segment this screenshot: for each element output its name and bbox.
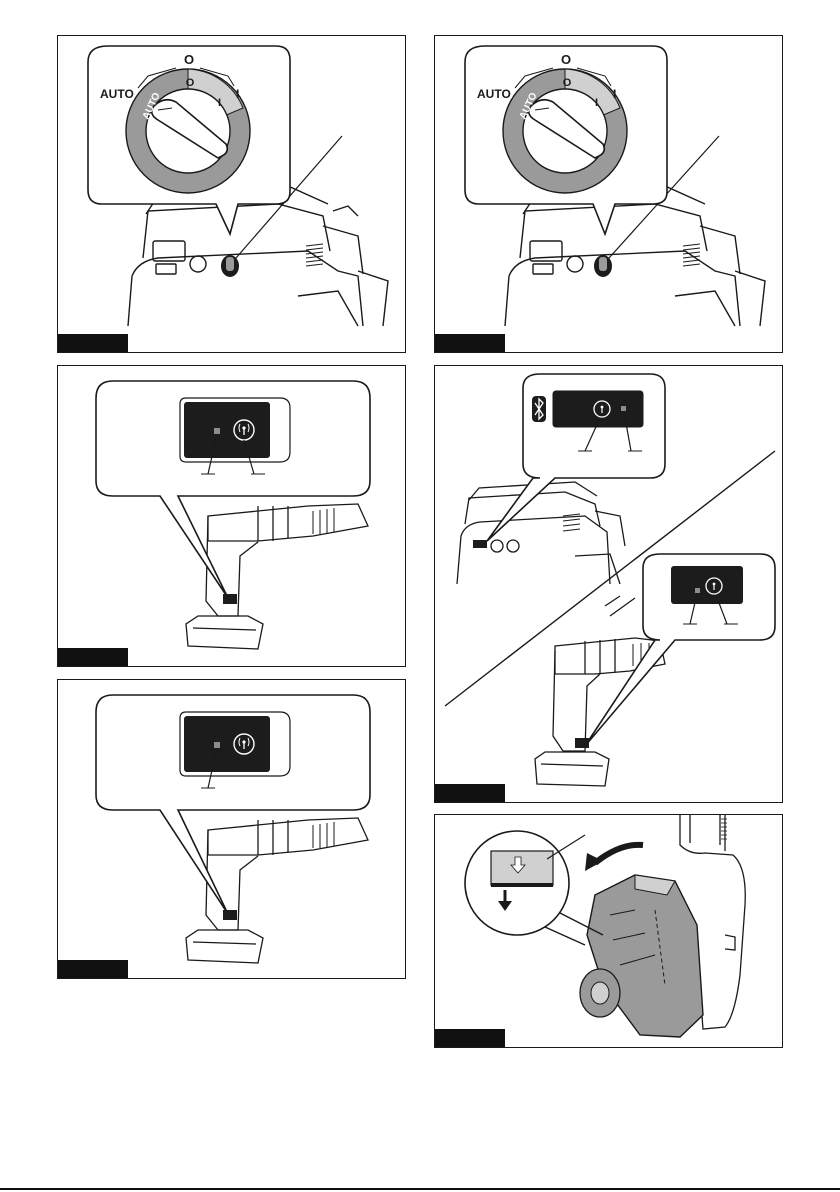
figure-tool-wireless-panel <box>57 365 406 667</box>
page-footer-rule <box>0 1188 840 1190</box>
dial-label-on: I <box>613 87 616 101</box>
figure-dial-off: O I AUTO AUTO O I <box>434 35 783 353</box>
figure-tool-led <box>57 679 406 979</box>
led-indicator <box>695 588 700 593</box>
figure-dial-auto: O I AUTO AUTO O I <box>57 35 406 353</box>
dial-inner-on: I <box>595 97 598 109</box>
wireless-panel <box>184 716 270 772</box>
dial-inner-on: I <box>218 97 221 109</box>
curved-arrow-icon <box>585 845 643 871</box>
figure-label <box>435 784 505 802</box>
figure-label <box>58 334 128 352</box>
wireless-panel <box>671 566 743 604</box>
led-indicator <box>214 742 220 748</box>
bluetooth-icon <box>532 396 546 422</box>
dial-inner-off: O <box>563 77 572 89</box>
figure-bluetooth-pairing <box>434 365 783 803</box>
dust-extractor-dial-illustration: O I AUTO AUTO O I <box>435 36 783 353</box>
dial-label-off: O <box>184 52 194 67</box>
dial-label-auto: AUTO <box>100 87 134 101</box>
dial-inner-off: O <box>186 77 195 89</box>
figure-dust-box-removal <box>434 814 783 1048</box>
led-indicator <box>621 406 626 411</box>
wireless-panel <box>184 402 270 458</box>
dust-extractor-dial-illustration: O I AUTO AUTO O I <box>58 36 406 353</box>
dial-label-on: I <box>236 87 239 101</box>
dial-label-auto: AUTO <box>477 87 511 101</box>
figure-label <box>58 648 128 666</box>
figure-label <box>58 960 128 978</box>
led-indicator <box>214 428 220 434</box>
figure-label <box>435 334 505 352</box>
dust-box-illustration <box>435 815 783 1048</box>
figure-label <box>435 1029 505 1047</box>
pairing-illustration <box>435 366 783 803</box>
dial-label-off: O <box>561 52 571 67</box>
tool-led-illustration <box>58 680 406 979</box>
tool-wireless-illustration <box>58 366 406 667</box>
